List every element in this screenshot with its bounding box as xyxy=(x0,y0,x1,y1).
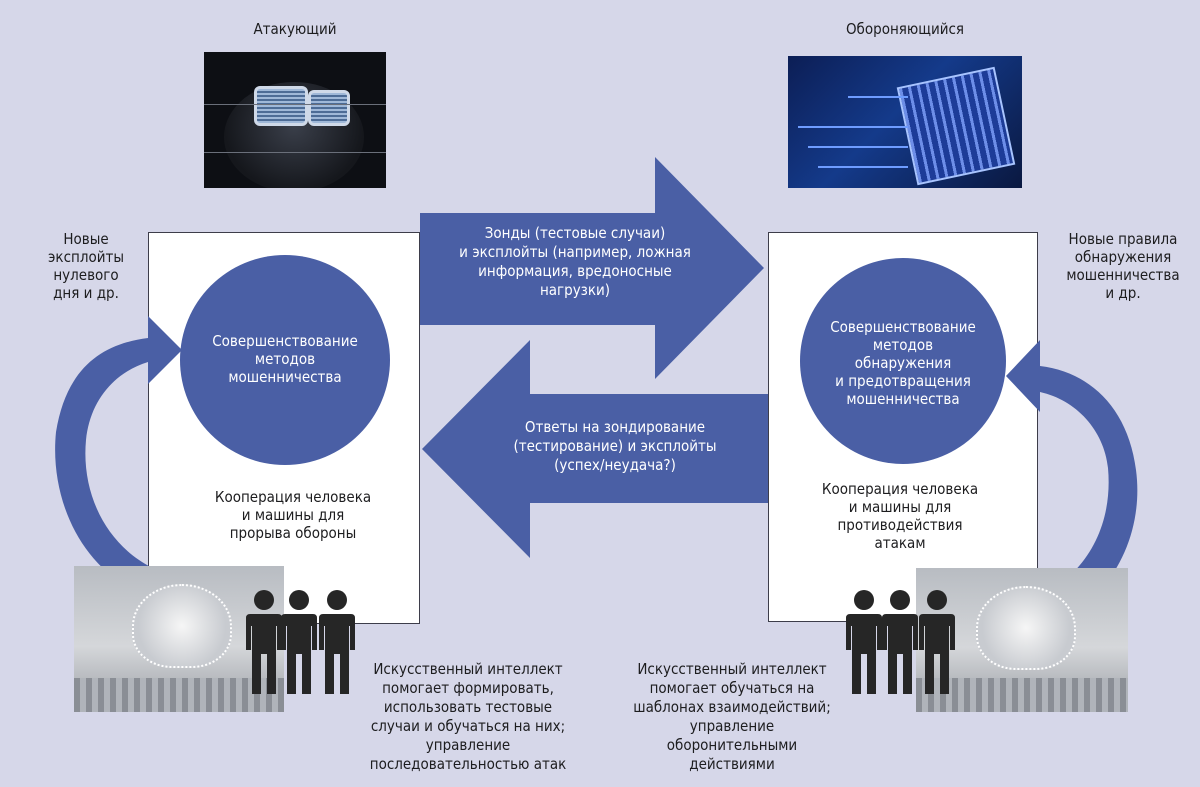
defender-panel-label: Кооперация человека и машины для противо… xyxy=(821,480,979,552)
defender-title: Обороняющийся xyxy=(845,20,965,38)
attacker-photo xyxy=(204,52,386,188)
forward-arrow xyxy=(420,157,764,379)
back-arrow xyxy=(422,340,768,558)
defender-people-icon xyxy=(846,590,955,694)
attacker-ai-label: Искусственный интеллект помогает формиро… xyxy=(369,660,567,773)
defender-cycle-arrow xyxy=(1006,340,1138,634)
defender-photo xyxy=(788,56,1022,188)
back-arrow-label: Ответы на зондирование (тестирование) и … xyxy=(513,418,717,474)
forward-arrow-label: Зонды (тестовые случаи) и эксплойты (нап… xyxy=(459,224,691,299)
defender-side-label: Новые правила обнаружения мошенничества … xyxy=(1066,230,1180,302)
attacker-circle-label: Совершенствование методов мошенничества xyxy=(212,332,358,386)
attacker-circle xyxy=(180,255,390,465)
attacker-panel-label: Кооперация человека и машины для прорыва… xyxy=(214,488,372,542)
attacker-people-icon xyxy=(246,590,355,694)
attacker-title: Атакующий xyxy=(253,20,337,38)
defender-ai-label: Искусственный интеллект помогает обучать… xyxy=(633,660,831,773)
defender-circle xyxy=(800,258,1006,464)
attacker-side-label: Новые эксплойты нулевого дня и др. xyxy=(48,230,124,302)
defender-circle-label: Совершенствование методов обнаружения и … xyxy=(830,318,976,408)
attacker-cycle-arrow xyxy=(55,316,182,604)
